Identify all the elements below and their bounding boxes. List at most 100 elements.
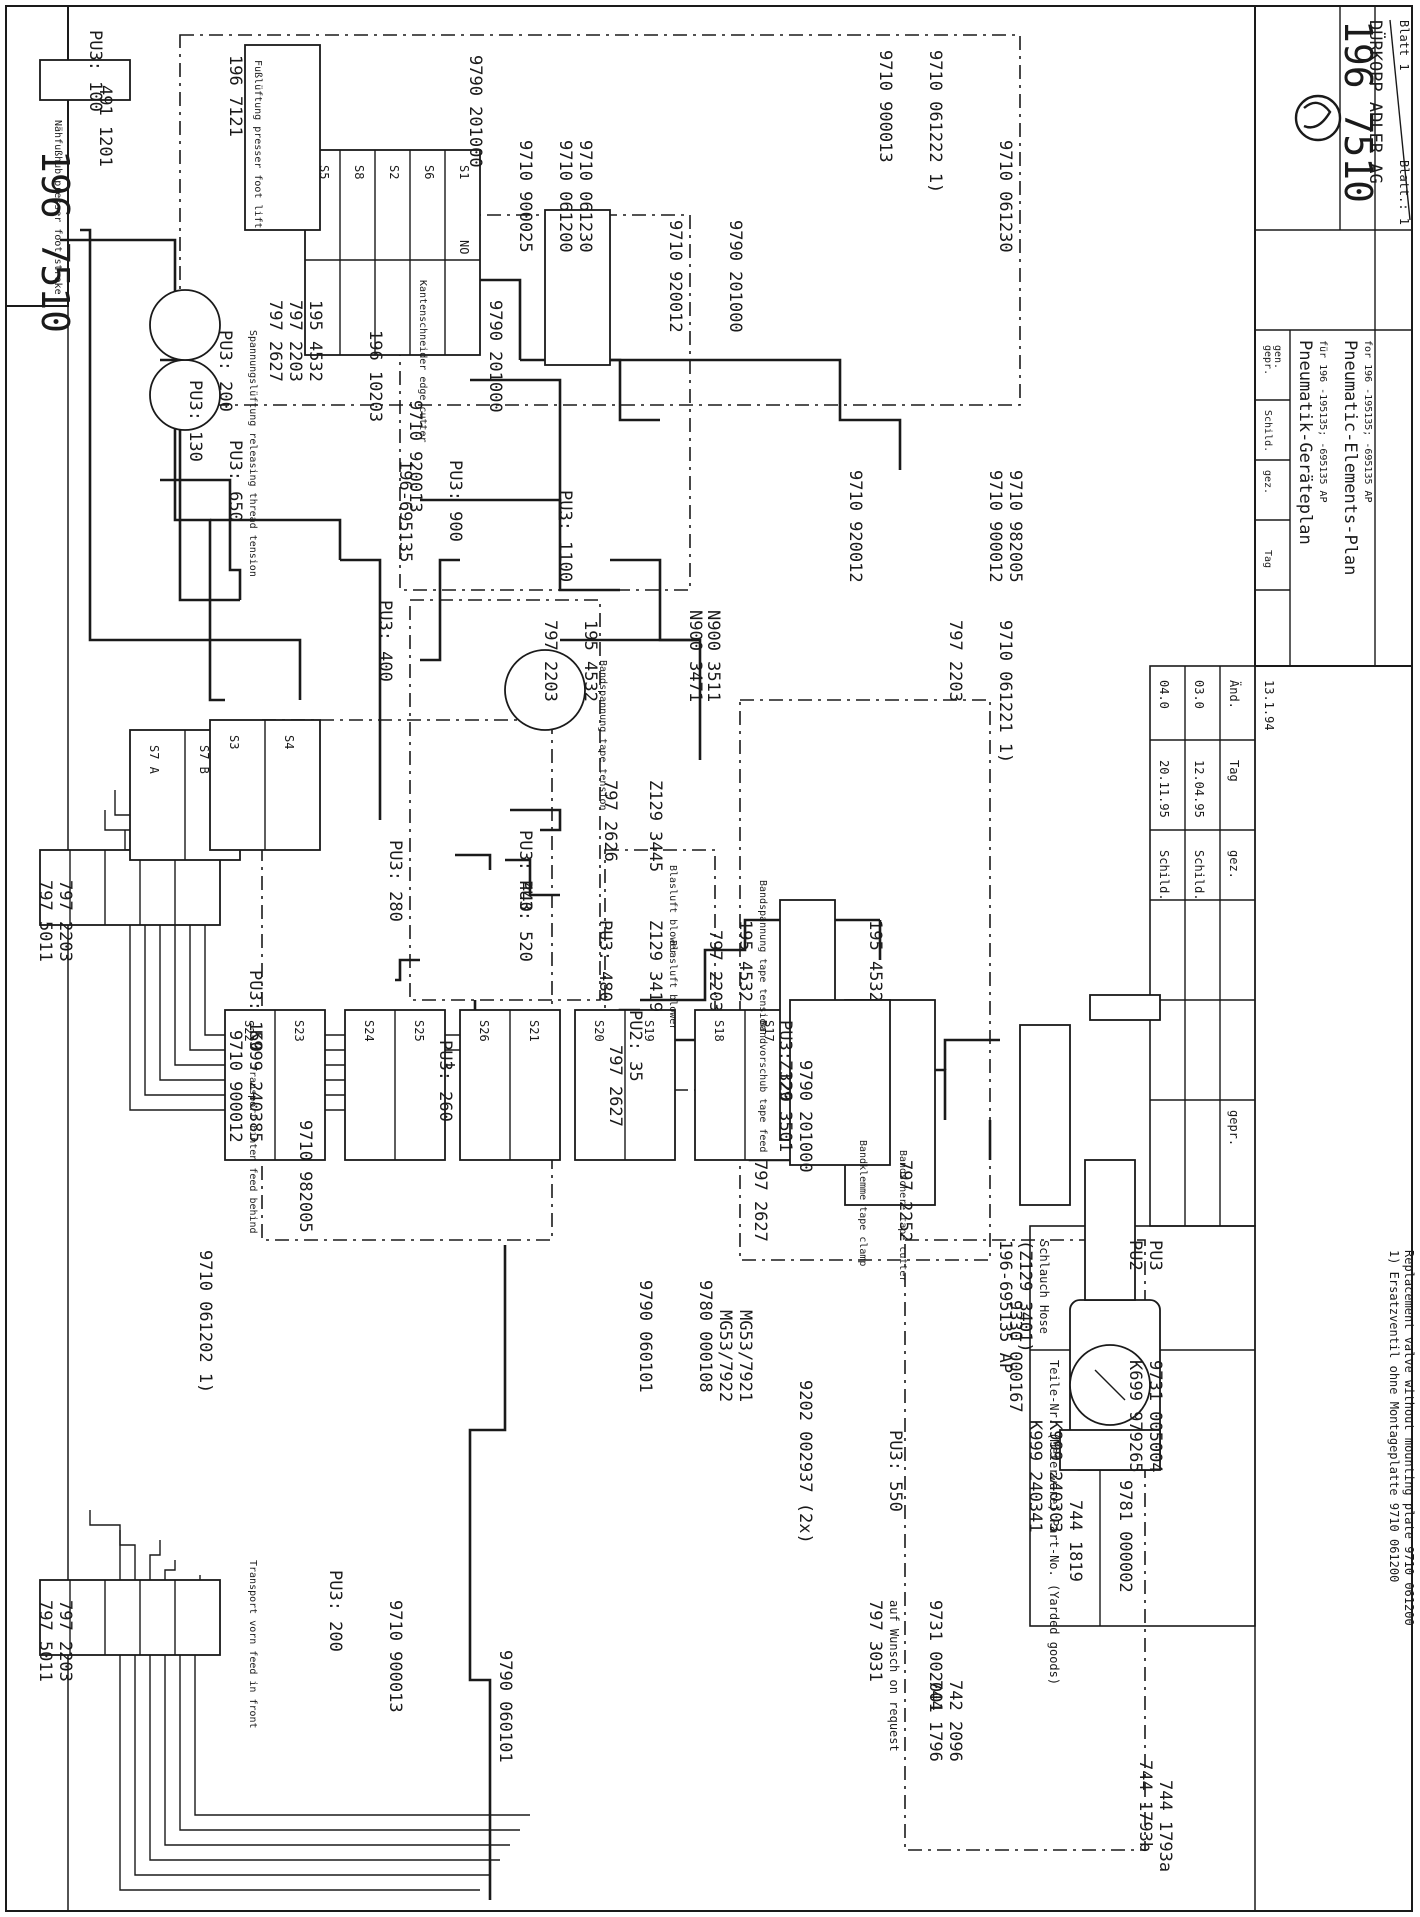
hose-row-2-type: PU3 <box>1145 1240 1165 1271</box>
rev-2-date: 12.04.95 <box>1192 760 1206 818</box>
regulator-body <box>1084 1159 1136 1301</box>
title-en: Pneumatic-Elements-Plan <box>1340 340 1360 575</box>
part-label-36: 797 2627 <box>605 1045 625 1127</box>
rev-2-name: Schild. <box>1192 850 1206 901</box>
hose-label-6: PU3: 400 <box>375 600 395 682</box>
part-label-44: K999 240341 <box>1025 1420 1045 1533</box>
module-main-sublabel: (Z129 3401) <box>1015 1240 1035 1353</box>
valve-top-2: S8 <box>352 165 366 179</box>
hose-label-9: PU3: 440 <box>515 830 535 912</box>
part-label-21: 196 10203 <box>365 330 385 422</box>
valve-right-4: S4 <box>282 735 296 749</box>
valve-left-10: S17 <box>762 1020 776 1042</box>
valve-left-6: S21 <box>527 1020 541 1042</box>
part-label-16: 9710 920012 <box>845 470 865 583</box>
hose-lines <box>60 228 1000 1900</box>
valve-left-5: S26 <box>477 1020 491 1042</box>
hose-label-5: PU3: 900 <box>445 460 465 542</box>
part-label-7: 9710 061222 1) <box>925 50 945 193</box>
part-label-57: 9731 002001 <box>925 1600 945 1713</box>
valve-left-3: S24 <box>362 1020 376 1042</box>
part-label-2: 9790 201000 <box>465 55 485 168</box>
valve-block-top <box>304 149 481 356</box>
hose-label-1: PU3: 100 <box>85 30 105 112</box>
hose-bundle-front <box>89 1510 530 1891</box>
label-feed-front: Transport vorn feed in front <box>247 1560 258 1729</box>
valve-top-mark: NO <box>457 240 471 254</box>
hose-label-12: PU2: 35 <box>625 1010 645 1082</box>
part-label-14: 9710 920012 <box>665 220 685 333</box>
mounting-plate <box>1019 1024 1071 1206</box>
module-box-filter-regulator <box>904 1239 1146 1851</box>
valve-left-2: S23 <box>292 1020 306 1042</box>
module-tape-label-2: N900 3511 <box>703 610 723 702</box>
part-label-45: K999 240303 <box>1045 1420 1065 1533</box>
part-label-18: 9710 982005 <box>1005 470 1025 583</box>
part-label-53: 9790 060101 <box>495 1650 515 1763</box>
valve-top-4: S6 <box>422 165 436 179</box>
hose-label-8: PU3: 480 <box>595 920 615 1002</box>
part-label-33: 9710 900012 <box>225 1030 245 1143</box>
rev-1-date: 20.11.95 <box>1157 760 1171 818</box>
part-label-26: Z129 3445 <box>645 780 665 872</box>
hose-label-15: PU3: 320 <box>775 1020 795 1102</box>
service-unit-inlet <box>1089 994 1161 1021</box>
valve-stack-left <box>224 1009 796 1161</box>
label-on-request: auf Wunsch on request <box>887 1600 901 1752</box>
label-blower-1: Blasluft blower <box>667 865 678 955</box>
part-label-51: 9781 000002 <box>1115 1480 1135 1593</box>
hose-row-2-part: 9731 005004 <box>1145 1360 1165 1473</box>
hose-label-2: PU3: 130 <box>185 380 205 462</box>
part-label-48: MG53/7922 <box>715 1310 735 1402</box>
part-label-19: 797 2203 <box>945 620 965 702</box>
hose-label-10: PU3: 520 <box>515 880 535 962</box>
part-label-60: 744 1793b <box>1135 1760 1155 1852</box>
rev-1-number: 04.0 <box>1157 680 1171 709</box>
subtitle-de: für 196 -195135; -695135 AP <box>1317 340 1328 503</box>
rev-3-number: Änd. <box>1227 680 1242 709</box>
company-name: DÜRKOPP ADLER AG <box>1365 20 1387 184</box>
title-de: Pneumatik-Geräteplan <box>1295 340 1315 545</box>
hose-table-col2-header: Teile-Nr. (Meterware) Part-No. (Yarded g… <box>1047 1360 1061 1685</box>
part-label-38: 9790 201000 <box>795 1060 815 1173</box>
module-edge-label: 196-695135 <box>395 460 415 562</box>
subtitle-en: for 196 -195135; -695135 AP <box>1362 340 1373 503</box>
rev-3-name: gez. <box>1227 850 1241 879</box>
edge-cutter-cylinder <box>544 209 611 366</box>
part-label-41: 9790 060101 <box>635 1280 655 1393</box>
valve-labels: S5 S8 S2 S6 S1 NO S7 A S7 B S3 S4 S22 S2… <box>147 165 776 1042</box>
module-box-blower <box>604 849 716 1091</box>
module-main-label: 196-695135 AP <box>995 1240 1015 1373</box>
sheet-frame <box>5 5 1413 1912</box>
part-label-42: 9710 061202 1) <box>195 1250 215 1393</box>
hose-label-3: PU3: 200 <box>215 330 235 412</box>
part-label-56: 797 3031 <box>865 1600 885 1682</box>
label-presser-foot-lift: Fußlüftung presser foot lift <box>252 60 263 229</box>
part-label-25: 797 2626 <box>600 780 620 862</box>
hose-label-4: PU3: 650 <box>225 440 245 522</box>
hose-label-17: PU3: 200 <box>325 1570 345 1652</box>
part-label-50: 9202 002937 (2x) <box>795 1380 815 1544</box>
part-label-24: 195 4532 <box>580 620 600 702</box>
module-box-top <box>179 34 1021 406</box>
part-label-15: 9790 201000 <box>725 220 745 333</box>
part-label-11: 797 2203 <box>285 300 305 382</box>
part-label-40: 797 2252 <box>895 1160 915 1242</box>
header-gen: gen. <box>1272 345 1283 369</box>
title-block <box>1149 5 1413 1227</box>
label-layer: 196 7510 DÜRKOPP ADLER AG 196 7510 Blatt… <box>33 20 1416 1752</box>
header-tag: Tag <box>1262 550 1273 568</box>
hose-row-1-part: K699 979265 <box>1125 1360 1145 1473</box>
thread-tension-disc-2 <box>149 289 221 361</box>
header-gez: gez. <box>1262 470 1273 494</box>
footnote-de: 1) Ersatzventil ohne Montageplatte 9710 … <box>1387 1250 1401 1582</box>
part-label-9: 196 7121 <box>225 55 245 137</box>
module-tape-label: N900 3471 <box>685 610 705 702</box>
valve-left-4: S25 <box>412 1020 426 1042</box>
part-label-17: 9710 900012 <box>985 470 1005 583</box>
title-date: 13.1.94 <box>1262 680 1276 731</box>
valve-top-3: S2 <box>387 165 401 179</box>
header-gepr: gepr. <box>1262 345 1273 375</box>
